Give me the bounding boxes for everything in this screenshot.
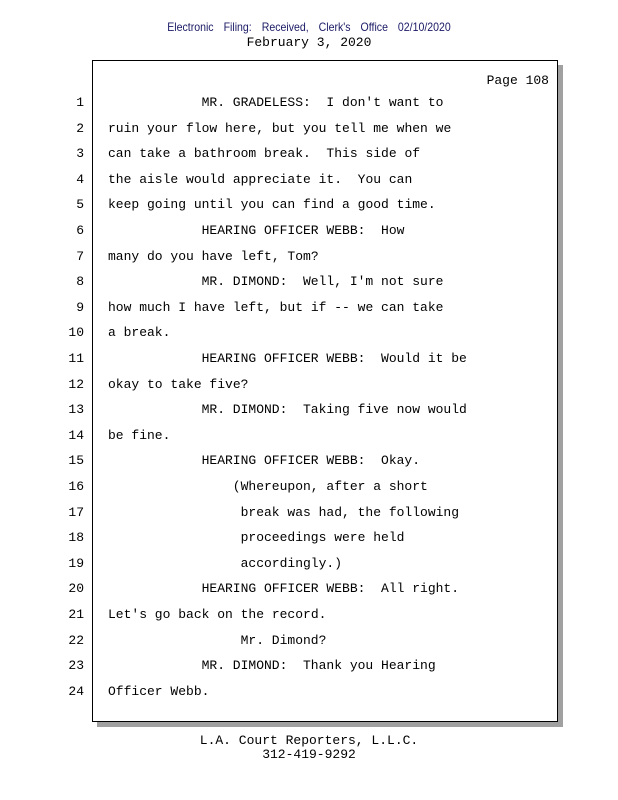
transcript-line: MR. DIMOND: Thank you Hearing (201, 658, 436, 674)
line-number: 18 (68, 530, 84, 546)
line-number: 24 (68, 683, 84, 699)
line-number: 6 (76, 223, 84, 238)
transcript-line: accordingly.) (240, 555, 343, 571)
line-number: 16 (68, 479, 84, 494)
transcript-line: proceedings were held (240, 530, 405, 546)
transcript-line: Officer Webb. (108, 683, 210, 699)
transcript-line: can take a bathroom break. This side of (108, 146, 421, 162)
transcript-line: HEARING OFFICER WEBB: All right. (201, 581, 460, 597)
transcript-line: okay to take five? (108, 376, 249, 392)
transcript-line: many do you have left, Tom? (108, 248, 319, 264)
line-number: 17 (68, 504, 84, 520)
transcript-line: (Whereupon, after a short (232, 479, 428, 494)
transcript-line: MR. DIMOND: Taking five now would (201, 402, 467, 418)
line-number: 22 (68, 632, 84, 648)
transcript-line: be fine. (108, 427, 171, 443)
line-number: 12 (68, 376, 84, 392)
transcript-line: MR. DIMOND: Well, I'm not sure (201, 274, 444, 290)
line-number: 4 (76, 171, 84, 187)
transcript-line: a break. (108, 325, 171, 341)
line-number: 19 (68, 555, 84, 571)
line-number: 2 (76, 120, 84, 136)
footer-phone: 312-419-9292 (262, 747, 356, 762)
line-number: 9 (76, 299, 84, 315)
line-number: 8 (76, 274, 84, 290)
line-number: 10 (68, 325, 84, 341)
transcript-line: the aisle would appreciate it. You can (108, 171, 413, 187)
filing-stamp: Electronic Filing: Received, Clerk's Off… (167, 20, 451, 34)
line-number: 11 (68, 351, 84, 366)
transcript-line: how much I have left, but if -- we can t… (108, 299, 444, 315)
line-number: 13 (68, 402, 84, 418)
transcript-date: February 3, 2020 (246, 35, 372, 50)
footer-company: L.A. Court Reporters, L.L.C. (199, 733, 419, 748)
transcript-line: MR. GRADELESS: I don't want to (201, 95, 444, 110)
line-number: 23 (68, 658, 84, 674)
line-number: 15 (68, 453, 84, 469)
line-number: 5 (76, 197, 84, 213)
transcript-line: keep going until you can find a good tim… (108, 197, 436, 213)
line-number: 14 (68, 427, 84, 443)
transcript-line: ruin your flow here, but you tell me whe… (108, 120, 452, 136)
line-number: 21 (68, 607, 84, 622)
transcript-line: break was had, the following (240, 504, 460, 520)
line-number: 7 (76, 248, 84, 264)
transcript-page-box: Page 108 (92, 60, 558, 722)
page-number: Page 108 (486, 73, 549, 88)
line-number: 20 (68, 581, 84, 597)
line-number: 3 (76, 146, 84, 162)
transcript-line: HEARING OFFICER WEBB: Okay. (201, 453, 421, 469)
transcript-line: Mr. Dimond? (240, 632, 327, 648)
transcript-line: HEARING OFFICER WEBB: Would it be (201, 351, 467, 366)
line-number: 1 (76, 95, 84, 110)
transcript-line: Let's go back on the record. (108, 607, 327, 622)
transcript-line: HEARING OFFICER WEBB: How (201, 223, 405, 238)
